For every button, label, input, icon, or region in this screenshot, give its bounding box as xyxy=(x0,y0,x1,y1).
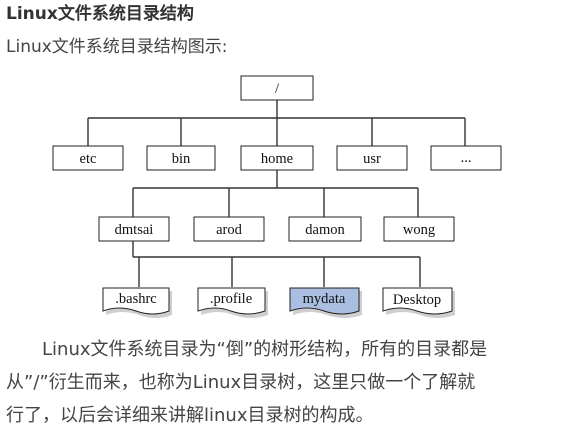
tree-node-home-label: home xyxy=(261,151,293,167)
article-title: Linux文件系统目录结构 xyxy=(6,4,194,24)
tree-node-desktop: Desktop xyxy=(382,287,455,318)
paragraph-line-2: 从”/”衍生而来，也称为Linux目录树，这里只做一个了解就 xyxy=(6,372,476,393)
tree-node-wong-label: wong xyxy=(403,222,435,238)
tree-node-dmtsai: dmtsai xyxy=(98,216,170,242)
tree-node-etc-label: etc xyxy=(80,151,97,167)
paragraph-line-3: 行了，以后会详细来讲解linux目录树的构成。 xyxy=(6,405,374,426)
tree-node-bin: bin xyxy=(146,145,216,171)
tree-node-etc: etc xyxy=(52,145,124,171)
tree-node-more-label: ... xyxy=(461,150,472,166)
tree-node-usr-label: usr xyxy=(363,151,381,167)
paragraph-line-1: Linux文件系统目录为“倒”的树形结构，所有的目录都是 xyxy=(42,339,488,360)
tree-node-damon: damon xyxy=(288,216,362,242)
tree-node-dmtsai-label: dmtsai xyxy=(115,222,154,238)
tree-node-desktop-label: Desktop xyxy=(393,292,441,308)
tree-connectors xyxy=(87,100,466,287)
tree-node-arod-label: arod xyxy=(216,222,243,238)
tree-node-wong: wong xyxy=(383,216,455,242)
tree-node-bin-label: bin xyxy=(172,151,191,167)
tree-node-mydata: mydata xyxy=(289,287,362,318)
tree-node-more: ... xyxy=(430,145,502,171)
tree-node-bashrc: .bashrc xyxy=(102,287,172,318)
diagram-caption: Linux文件系统目录结构图示: xyxy=(6,37,228,57)
tree-node-root-label: / xyxy=(275,81,280,97)
tree-node-mydata-label: mydata xyxy=(303,291,346,307)
tree-node-profile: .profile xyxy=(197,287,268,318)
tree-node-arod: arod xyxy=(193,216,265,242)
tree-node-usr: usr xyxy=(336,145,408,171)
tree-node-root: / xyxy=(240,75,314,101)
tree-node-profile-label: .profile xyxy=(210,291,252,307)
tree-node-home: home xyxy=(240,145,314,171)
tree-node-damon-label: damon xyxy=(305,222,345,238)
article-paragraph: Linux文件系统目录为“倒”的树形结构，所有的目录都是 从”/”衍生而来，也称… xyxy=(6,333,568,432)
tree-node-bashrc-label: .bashrc xyxy=(115,291,156,307)
